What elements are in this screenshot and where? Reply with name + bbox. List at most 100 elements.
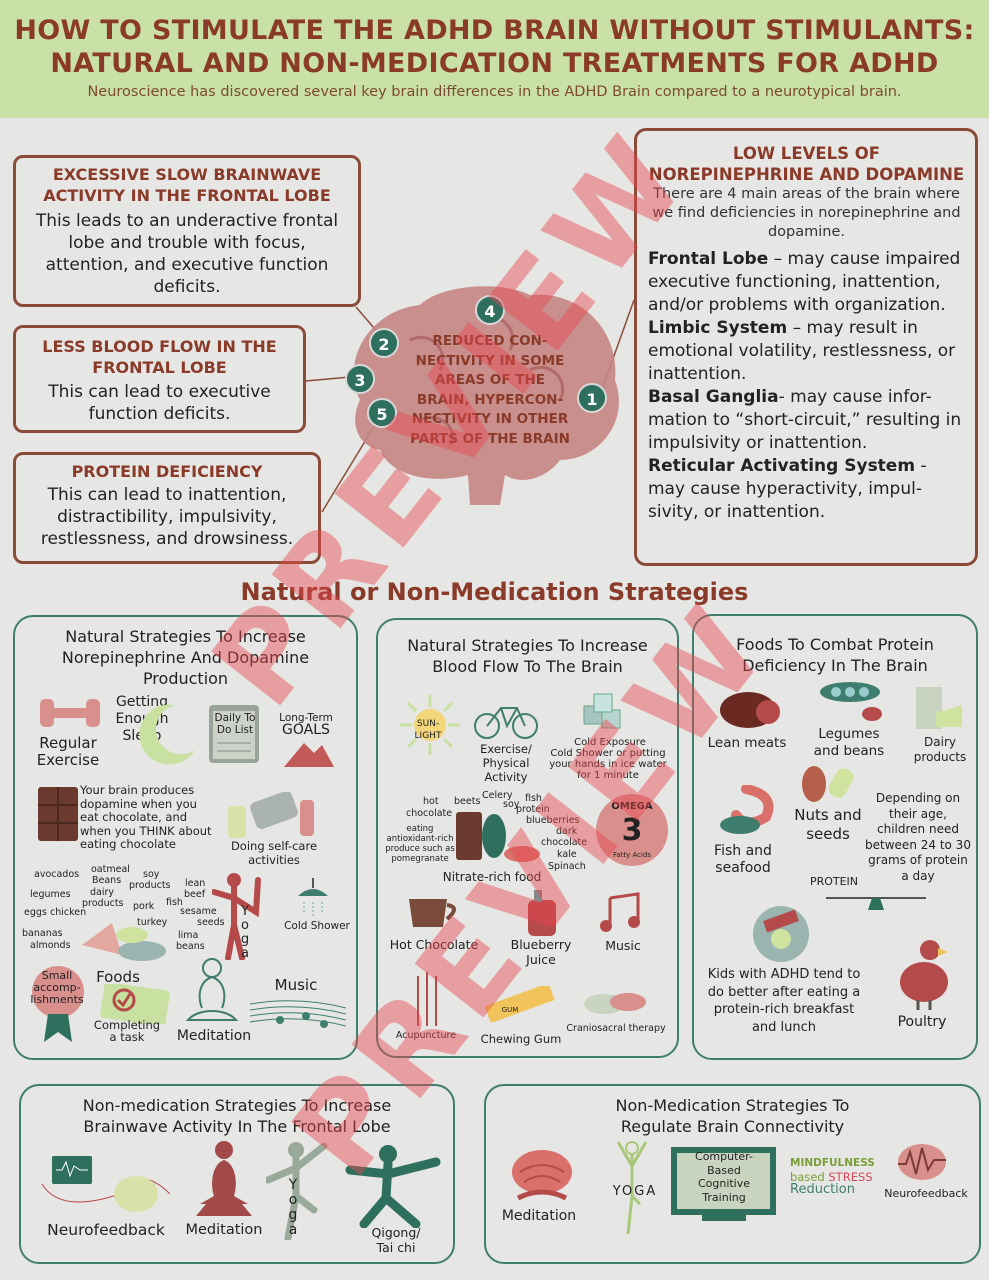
meditation-figure-icon [196, 1141, 252, 1216]
neurofeedback-icon [41, 1156, 170, 1212]
cbct-label: Computer-Based Cognitive Training [695, 1150, 753, 1204]
title-line-2: Natural and Non-Medication Treatments fo… [50, 48, 939, 79]
brain-wave-icon [898, 1144, 946, 1180]
neurofeedback-label-2: Neurofeedback [884, 1187, 968, 1200]
food-word: pork [133, 901, 155, 912]
mbsr-line2: based STRESS [790, 1170, 873, 1184]
page-title: How to Stimulate the ADHD Brain Without … [0, 0, 989, 80]
yoga-label: Yoga [240, 904, 250, 961]
nitrate-word: chocolate [406, 808, 453, 819]
panel5-title: Non-Medication Strategies To Regulate Br… [615, 1096, 850, 1136]
legumes-label: Legumes and beans [813, 726, 885, 759]
qigong-figure-icon [345, 1145, 441, 1228]
nuts-seeds-label: Nuts and seeds [794, 806, 862, 843]
checkmark-icon [100, 984, 170, 1024]
brain-number-5: 5 [367, 398, 397, 428]
dumbbell-icon [40, 699, 100, 727]
panel2-title: Natural Strategies To Increase Blood Flo… [407, 636, 648, 676]
nitrate-word: dark [556, 826, 578, 837]
meditation-label: Meditation [176, 1028, 252, 1044]
protein-deficiency-title: Protein Deficiency [71, 462, 263, 481]
panel1-title: Natural Strategies To Increase Norepinep… [61, 627, 310, 688]
brain-number-2: 2 [369, 328, 399, 358]
yoga-pose-icon [212, 873, 261, 960]
todo-label: Daily To Do List [214, 712, 256, 736]
food-word: dairy [90, 887, 115, 898]
slow-brainwave-text: This leads to an underactive frontal lob… [35, 211, 339, 297]
regular-exercise-label: Regular Exercise [36, 734, 100, 769]
nitrate-word: hot [423, 796, 439, 807]
nuts-icon [802, 766, 854, 802]
omega-number: 3 [621, 813, 643, 848]
slow-brainwave-box: Excessive Slow Brainwave Activity in the… [13, 155, 361, 307]
blood-flow-title: Less Blood Flow in the Frontal Lobe [42, 337, 277, 377]
food-word: beans [176, 941, 205, 952]
qigong-label: Qigong/ Tai chi [371, 1225, 421, 1255]
area-reticular: Reticular Activating System - may cause … [648, 456, 927, 522]
exercise-label: Exercise/ Physical Activity [480, 742, 532, 784]
food-word: lean [185, 878, 206, 889]
food-word: soy [143, 869, 160, 880]
brain-meditation-icon [512, 1150, 572, 1201]
music-label-2: Music [605, 938, 641, 953]
gum-text: GUM [501, 1006, 519, 1014]
yoga-label-3: YOGA [612, 1184, 658, 1199]
depending-text: Depending on their age, children need be… [865, 791, 971, 883]
nitrate-word: Spinach [548, 861, 586, 872]
panel4-title: Non-medication Strategies To Increase Br… [82, 1096, 392, 1136]
panel-brainwave: Non-medication Strategies To Increase Br… [19, 1084, 455, 1264]
food-word: turkey [137, 917, 168, 928]
selfcare-icon [228, 792, 314, 838]
yoga-label-2: Yoga [288, 1177, 298, 1238]
hands-icon [584, 993, 646, 1014]
shrimp-fish-icon [720, 785, 774, 834]
fatty-acids-label: Fatty Acids [612, 851, 652, 859]
food-word: products [82, 898, 124, 909]
panel-connectivity: Non-Medication Strategies To Regulate Br… [484, 1084, 981, 1264]
music-label: Music [274, 976, 318, 994]
brain-illustration [353, 286, 619, 505]
hot-chocolate-label: Hot Chocolate [389, 937, 479, 952]
food-word: eggs [24, 907, 47, 918]
chocolate-text: Your brain produces dopamine when you ea… [80, 783, 212, 851]
cold-exposure-title: Cold Exposure [574, 737, 646, 748]
music-staff-icon [250, 1000, 346, 1028]
cold-exposure-text: Cold Shower or putting your hands in ice… [549, 748, 667, 781]
strategies-heading: Natural or Non-Medication Strategies [240, 578, 749, 606]
chicken-icon [900, 940, 948, 1010]
scale-icon [826, 897, 926, 910]
food-word: beef [184, 889, 206, 900]
nitrate-word: soy [503, 799, 520, 810]
gum-icon [484, 986, 555, 1022]
area-basal-ganglia: Basal Ganglia- may cause infor-mation to… [648, 387, 962, 453]
slow-brainwave-title: Excessive Slow Brainwave Activity in the… [43, 165, 331, 205]
ribbon-icon [32, 966, 84, 1042]
completing-task-label: Completing a task [93, 1018, 161, 1044]
area-frontal-lobe: Frontal Lobe – may cause impaired execut… [648, 249, 961, 315]
mountain-flag-icon [284, 743, 334, 767]
goals-small-label: Long-Term [279, 712, 333, 724]
fish-seafood-label: Fish and seafood [714, 843, 772, 876]
panel-protein: Foods To Combat Protein Deficiency In Th… [692, 614, 978, 1060]
meditation-label-2: Meditation [185, 1222, 263, 1238]
acupuncture-label: Acupuncture [395, 1030, 457, 1041]
brain-number-1: 1 [577, 383, 607, 413]
shower-icon [298, 878, 328, 916]
sun-icon [400, 695, 460, 755]
omega-label: OMEGA [611, 801, 653, 812]
chewing-gum-label: Chewing Gum [480, 1032, 562, 1046]
nitrate-word: protein [516, 804, 550, 815]
brain-center-text: Reduced Con-nectivity in some areas of t… [410, 333, 570, 447]
nitrate-word: blueberries [526, 815, 580, 826]
panel-blood-flow: Natural Strategies To Increase Blood Flo… [376, 618, 679, 1058]
food-word: chicken [50, 907, 87, 918]
blueberry-juice-icon [528, 890, 556, 936]
lean-meats-label: Lean meats [707, 735, 787, 751]
yoga-figure-icon-2 [616, 1141, 648, 1235]
cbct-stand [702, 1215, 746, 1221]
dairy-icon [916, 687, 962, 729]
mbsr-line1: MINDFULNESS [790, 1157, 875, 1169]
header: How to Stimulate the ADHD Brain Without … [0, 0, 989, 118]
small-accomplishments-label: Small accomp-lishments [30, 969, 84, 1006]
food-word: sesame [180, 906, 217, 917]
